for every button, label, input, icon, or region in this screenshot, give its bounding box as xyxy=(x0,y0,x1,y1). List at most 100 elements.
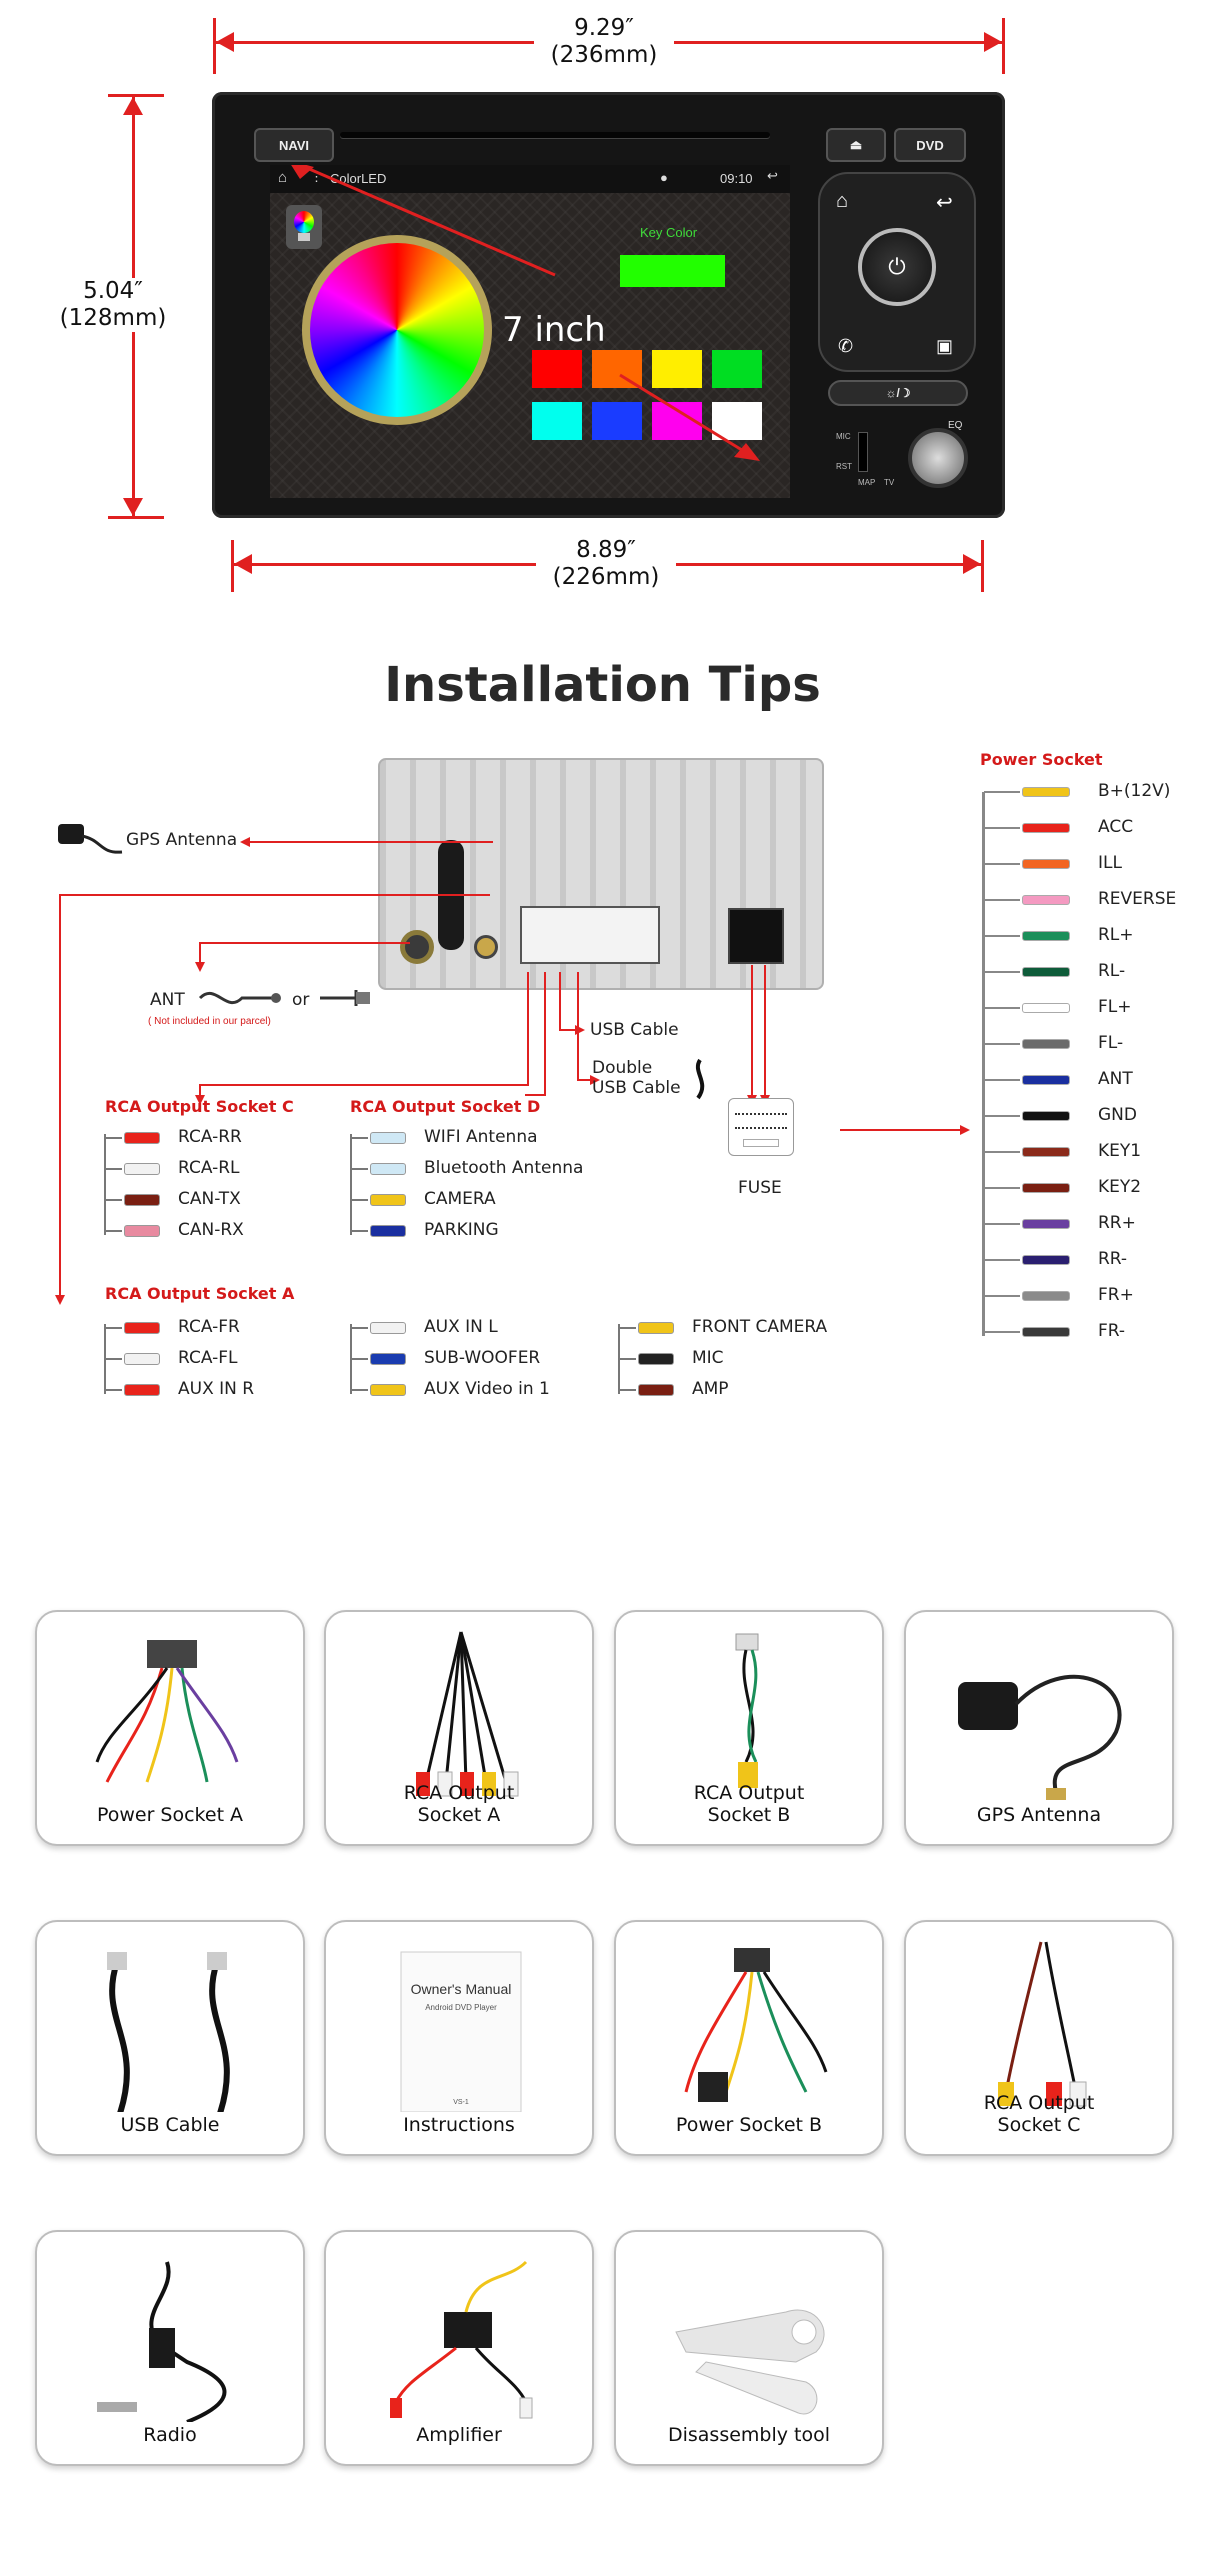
color-swatch[interactable] xyxy=(532,402,582,440)
accessory-label: Instructions xyxy=(326,2114,592,2136)
accessory-image xyxy=(958,1674,1122,1800)
rca-label: AUX Video in 1 xyxy=(424,1379,550,1399)
accessory-image xyxy=(97,2261,227,2422)
home-icon[interactable]: ⌂ xyxy=(278,169,288,186)
not-included-note: ( Not included in our parcel) xyxy=(148,1016,271,1027)
color-swatch[interactable] xyxy=(652,350,702,388)
power-wire-line xyxy=(984,827,1020,829)
power-wire-line xyxy=(984,1223,1020,1225)
color-swatch[interactable] xyxy=(592,402,642,440)
power-knob[interactable]: ⏻ xyxy=(858,228,936,306)
power-connector xyxy=(728,908,784,964)
power-wire-label: ANT xyxy=(1098,1069,1133,1089)
power-wire-label: ILL xyxy=(1098,853,1122,873)
rca-plug xyxy=(370,1353,406,1365)
power-wire-label: GND xyxy=(1098,1105,1137,1125)
sd-slot xyxy=(858,432,868,472)
rca-plug xyxy=(124,1322,160,1334)
rca-wire-line xyxy=(104,1327,122,1329)
rca-plug xyxy=(638,1322,674,1334)
rca-label: RCA-FR xyxy=(178,1317,240,1337)
color-swatch[interactable] xyxy=(532,350,582,388)
power-wire-line xyxy=(984,791,1020,793)
accessory-label-line1: RCA Output xyxy=(693,1782,805,1804)
bulb-icon[interactable] xyxy=(286,205,322,249)
rca-label: RCA-FL xyxy=(178,1348,238,1368)
rca-label: FRONT CAMERA xyxy=(692,1317,828,1337)
rca-bracket xyxy=(350,1134,352,1235)
rca-label: AMP xyxy=(692,1379,729,1399)
rca-plug xyxy=(370,1384,406,1396)
eject-icon: ⏏ xyxy=(849,137,863,152)
navi-button[interactable]: NAVI xyxy=(254,128,334,162)
accessory-card: Power Socket B xyxy=(614,1920,884,2156)
accessory-label-line1: Power Socket B xyxy=(675,2114,823,2136)
ant-label: ANT xyxy=(150,990,185,1010)
rst-label: RST xyxy=(836,462,852,471)
accessory-image xyxy=(107,1952,230,2112)
brightness-button[interactable]: ☼/☽ xyxy=(828,380,968,406)
power-wire-label: RR+ xyxy=(1098,1213,1136,1233)
color-swatch[interactable] xyxy=(712,402,762,440)
accessory-label: Radio xyxy=(37,2424,303,2446)
gps-antenna-label: GPS Antenna xyxy=(126,830,238,850)
double-usb-label: Double USB Cable xyxy=(592,1058,681,1098)
screen-size-label: 7 inch xyxy=(502,310,606,350)
accessory-card: Radio xyxy=(35,2230,305,2466)
accessory-image xyxy=(998,1941,1087,2107)
rca-plug xyxy=(370,1225,406,1237)
rca-label: SUB-WOOFER xyxy=(424,1348,541,1368)
eject-button[interactable]: ⏏ xyxy=(826,128,886,162)
power-wire-line xyxy=(984,1079,1020,1081)
power-wire-line xyxy=(984,1331,1020,1333)
mic-label: MIC xyxy=(836,432,851,441)
accessory-label-line1: Radio xyxy=(143,2424,197,2446)
rca-wire-line xyxy=(350,1358,368,1360)
power-wire-line xyxy=(984,1187,1020,1189)
power-wire-swatch xyxy=(1022,1039,1070,1049)
power-wire-line xyxy=(984,899,1020,901)
color-swatch[interactable] xyxy=(712,350,762,388)
fuse-label: FUSE xyxy=(738,1178,782,1198)
accessory-label-line1: Power Socket A xyxy=(96,1804,244,1826)
rca-wire-line xyxy=(104,1230,122,1232)
rca-bracket xyxy=(618,1324,620,1394)
back-icon[interactable]: ↩ xyxy=(767,168,778,183)
rca-plug xyxy=(638,1384,674,1396)
power-wire-swatch xyxy=(1022,1183,1070,1193)
rca-wire-line xyxy=(104,1168,122,1170)
key-color-label: Key Color xyxy=(640,225,698,240)
volume-knob[interactable] xyxy=(908,428,968,488)
accessory-label: Power Socket A xyxy=(37,1804,303,1826)
accessory-label-line2: Socket C xyxy=(997,2114,1081,2136)
accessory-card: Amplifier xyxy=(324,2230,594,2466)
power-wire-swatch xyxy=(1022,1003,1070,1013)
home-button[interactable]: ⌂ xyxy=(836,190,849,212)
power-wire-label: ACC xyxy=(1098,817,1134,837)
accessory-label-line1: RCA Output xyxy=(983,2092,1095,2114)
accessory-card: USB Cable xyxy=(35,1920,305,2156)
rca-wire-line xyxy=(618,1389,636,1391)
accessory-label: Amplifier xyxy=(326,2424,592,2446)
rca-label: AUX IN L xyxy=(424,1317,498,1337)
phone-button[interactable]: ✆ xyxy=(838,336,854,356)
accessory-image xyxy=(95,1640,239,1783)
svg-text:Owner's Manual: Owner's Manual xyxy=(411,1981,512,1997)
return-button[interactable]: ↩ xyxy=(936,192,953,214)
power-wire-label: FR- xyxy=(1098,1321,1126,1341)
power-wire-label: FR+ xyxy=(1098,1285,1134,1305)
power-wire-swatch xyxy=(1022,1291,1070,1301)
radio-button[interactable]: ▣ xyxy=(936,336,954,356)
dvd-button[interactable]: DVD xyxy=(894,128,966,162)
rca-plug xyxy=(370,1322,406,1334)
accessory-label-line1: GPS Antenna xyxy=(976,1804,1102,1826)
diagonal-arrow xyxy=(291,165,760,461)
color-swatch-grid xyxy=(532,350,780,446)
rca-label: RCA-RR xyxy=(178,1127,242,1147)
color-wheel[interactable] xyxy=(302,235,492,425)
gps-port xyxy=(474,935,498,959)
